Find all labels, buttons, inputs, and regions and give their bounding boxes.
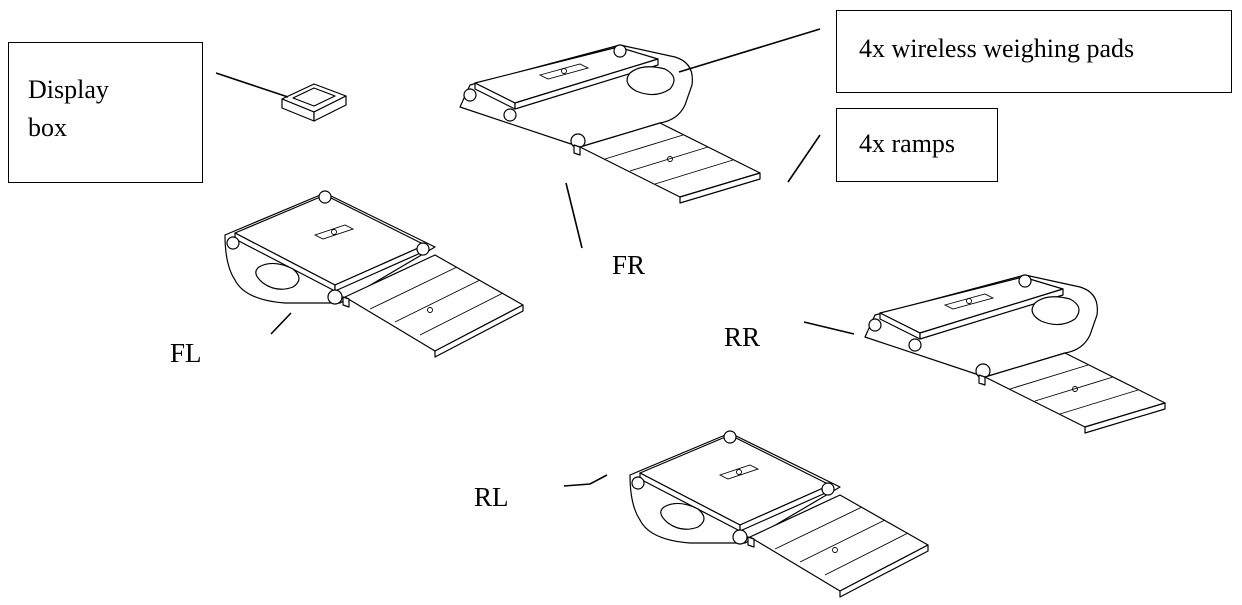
pad-fl-drawing [225,191,523,357]
ramps-label: 4x ramps [859,129,955,158]
leader-rr [804,322,854,334]
display-box-label: Display box [28,75,109,142]
label-fl: FL [170,338,202,369]
pad-rl-drawing [630,431,928,597]
pads-label: 4x wireless weighing pads [859,34,1134,63]
leader-rl [564,475,607,486]
leader-display [216,73,288,97]
ramps-callout: 4x ramps [836,108,998,182]
label-fr: FR [612,250,645,281]
leader-fr [566,183,582,248]
label-rr: RR [724,322,760,353]
label-rl: RL [474,482,509,513]
display-box-drawing [282,84,346,121]
leader-fl [271,313,291,334]
pad-rr-drawing [865,275,1165,433]
pads-callout: 4x wireless weighing pads [836,10,1232,93]
leader-pads [679,29,820,72]
pad-fr-drawing [460,45,760,203]
leader-ramps [788,135,820,182]
display-box-callout: Display box [8,42,203,183]
